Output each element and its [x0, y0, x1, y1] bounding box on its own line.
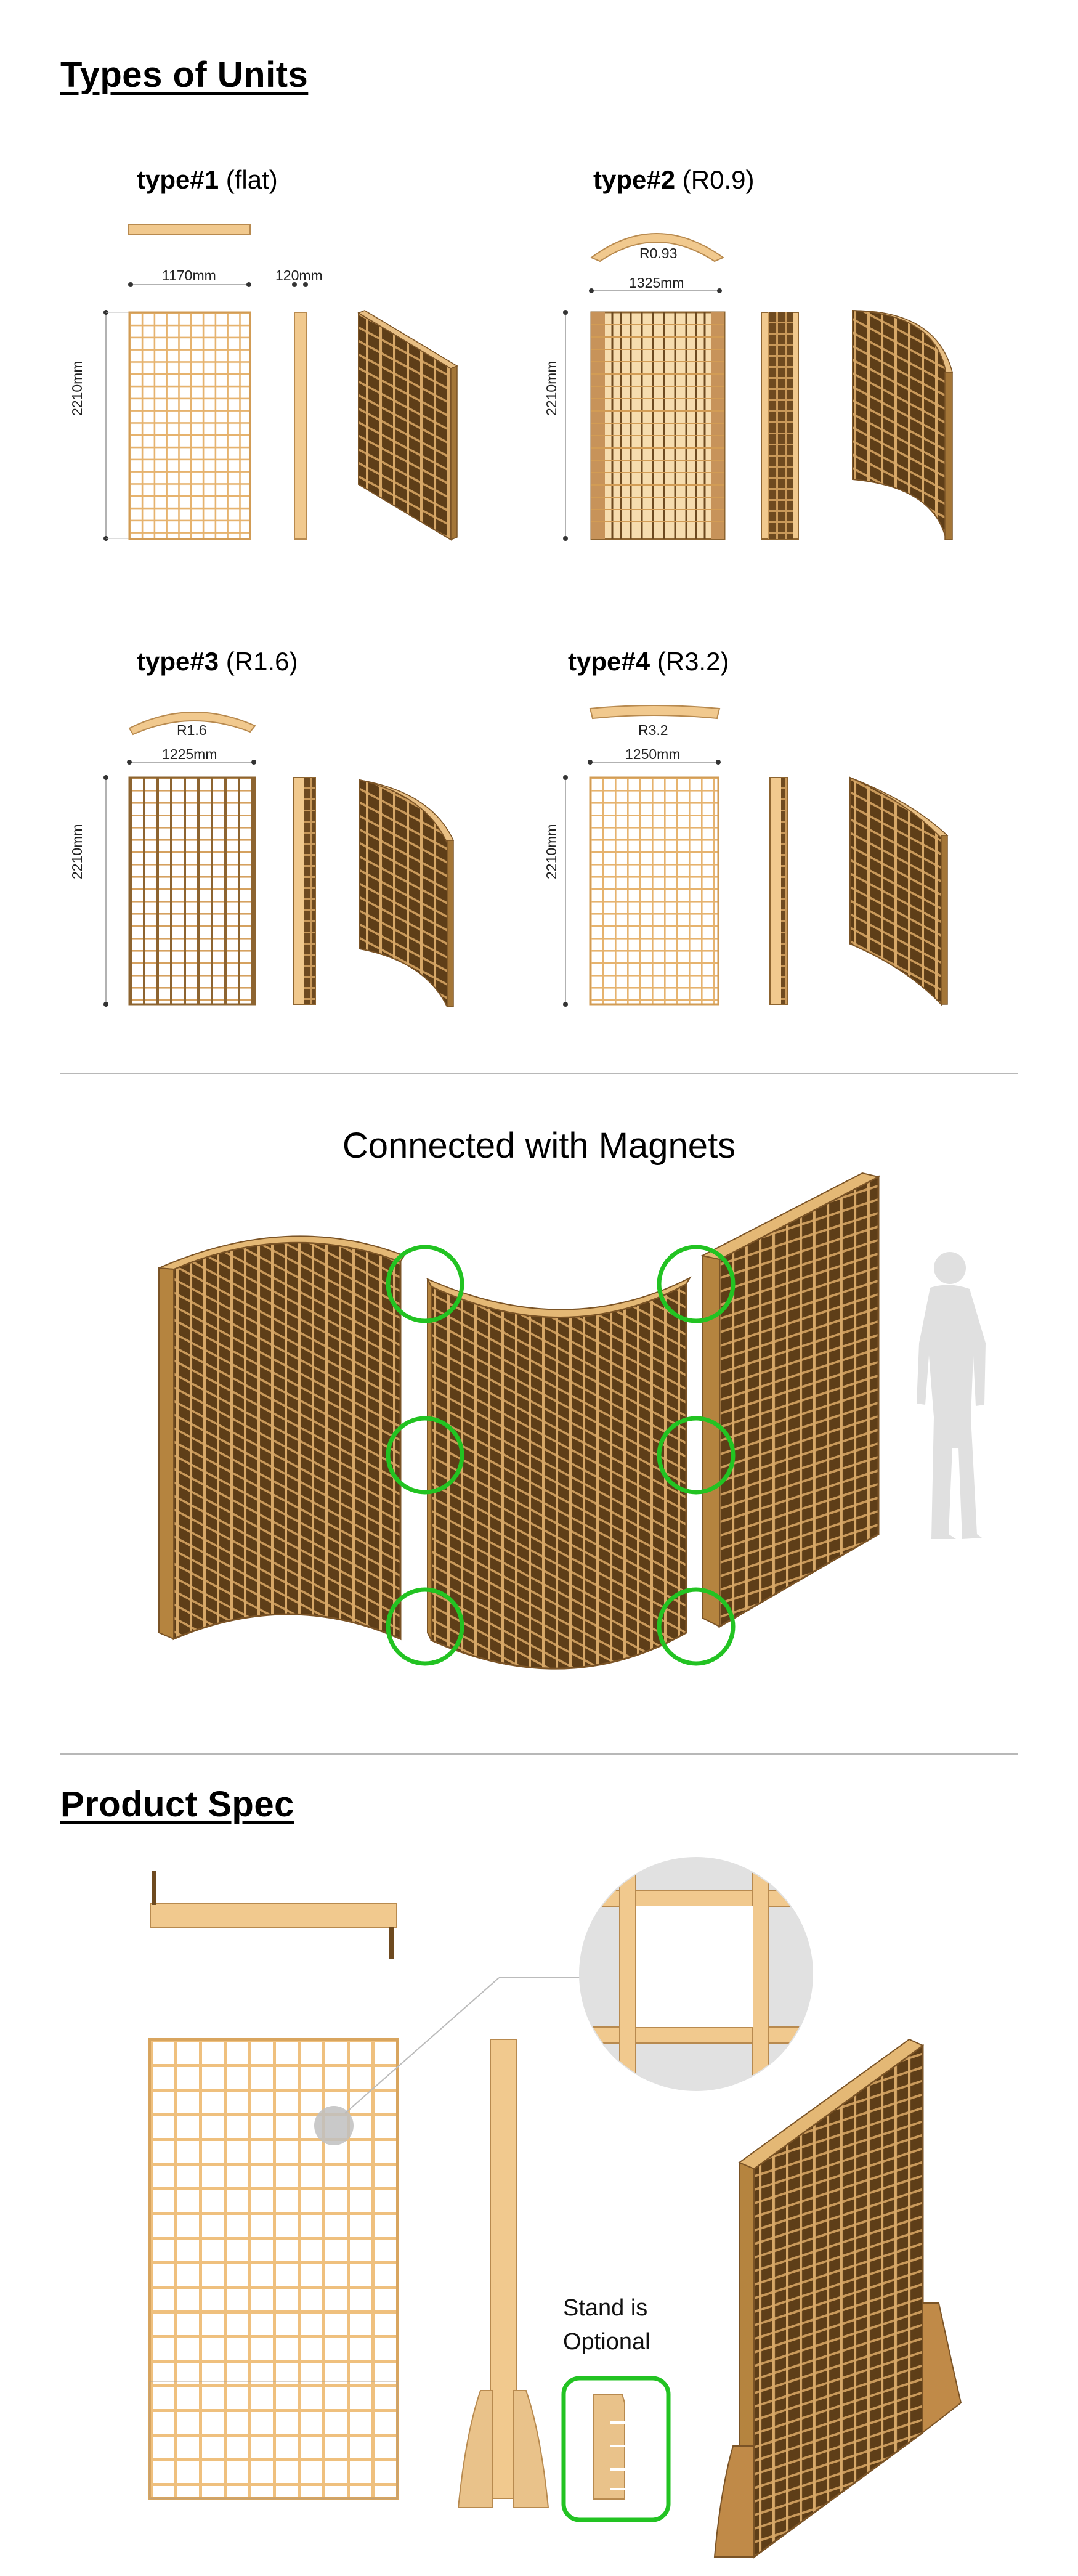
type1-depth-label: 120mm	[275, 267, 323, 283]
optional-stand-callout	[561, 2376, 671, 2522]
stand-note-line1: Stand is	[563, 2295, 648, 2321]
type2-radius-label: R0.93	[639, 245, 678, 261]
type2-front-view	[590, 311, 726, 540]
type3-drawing	[103, 711, 455, 1007]
unit-title-type1: type#1 (flat)	[137, 165, 278, 194]
spec-front-grid	[148, 2038, 399, 2500]
type3-radius-label: R1.6	[177, 722, 207, 738]
type4-front-view	[589, 776, 719, 1006]
type2-iso-view	[852, 309, 953, 540]
type2-top-view	[590, 233, 725, 262]
magnet-ring-right-mid	[657, 1416, 736, 1495]
connected-middle-panel	[426, 1276, 692, 1670]
type4-side-view	[769, 777, 788, 1005]
unit-title-type3: type#3 (R1.6)	[137, 647, 298, 676]
human-scale-figure	[917, 1252, 986, 1539]
type2-width-label: 1325mm	[629, 275, 684, 291]
type1-height-dim	[103, 310, 129, 541]
type1-depth-dim	[292, 282, 308, 287]
type3-width-dim	[127, 760, 256, 765]
type2-side-view	[761, 312, 799, 540]
type3-front-view	[128, 776, 256, 1006]
unit-title-type4: type#4 (R3.2)	[568, 647, 729, 676]
type1-side-view	[294, 312, 307, 540]
magnet-ring-right-top	[657, 1245, 736, 1323]
type3-height-dim	[103, 775, 108, 1007]
type2-drawing	[563, 233, 953, 541]
connected-right-panel	[700, 1172, 880, 1628]
type1-width-dim	[128, 282, 251, 287]
divider-2	[60, 1753, 1018, 1755]
type4-width-dim	[588, 760, 721, 765]
type1-top-view	[128, 224, 251, 235]
connected-title: Connected with Magnets	[342, 1126, 736, 1166]
connected-diagram	[158, 1172, 986, 1670]
type3-width-label: 1225mm	[162, 746, 217, 762]
spec-iso-panel	[713, 2038, 962, 2559]
type3-top-view	[128, 711, 256, 736]
type1-front-view	[128, 311, 251, 540]
zoom-highlight	[314, 2106, 354, 2145]
type2-width-dim	[589, 288, 722, 293]
type3-side-view	[293, 777, 316, 1005]
types-diagram	[103, 224, 953, 1007]
unit-title-type2: type#2 (R0.9)	[593, 165, 755, 194]
zoom-detail-circle	[579, 1857, 813, 2091]
type1-iso-view	[357, 310, 458, 541]
spec-side-post	[457, 2039, 549, 2508]
type4-top-view	[589, 705, 721, 720]
type3-iso-view	[359, 779, 455, 1007]
type4-radius-label: R3.2	[638, 722, 668, 738]
magnet-ring-left-top	[386, 1245, 464, 1323]
magnet-ring-right-bottom	[657, 1587, 736, 1666]
divider-1	[60, 1073, 1018, 1074]
types-of-units-title: Types of Units	[60, 55, 309, 95]
type4-drawing	[563, 705, 949, 1007]
magnet-ring-left-bottom	[386, 1587, 464, 1666]
type4-width-label: 1250mm	[625, 746, 681, 762]
connected-left-panel	[158, 1235, 405, 1641]
spec-top-view	[150, 1871, 397, 1959]
type2-height-dim	[563, 310, 568, 541]
product-spec-title: Product Spec	[60, 1784, 294, 1824]
type1-width-label: 1170mm	[162, 267, 216, 283]
type4-iso-view	[849, 776, 949, 1006]
magnet-ring-left-mid	[386, 1416, 464, 1495]
type4-height-dim	[563, 775, 568, 1007]
stand-note-line2: Optional	[563, 2329, 650, 2355]
spec-diagram	[148, 1857, 962, 2559]
type1-drawing	[103, 224, 458, 541]
